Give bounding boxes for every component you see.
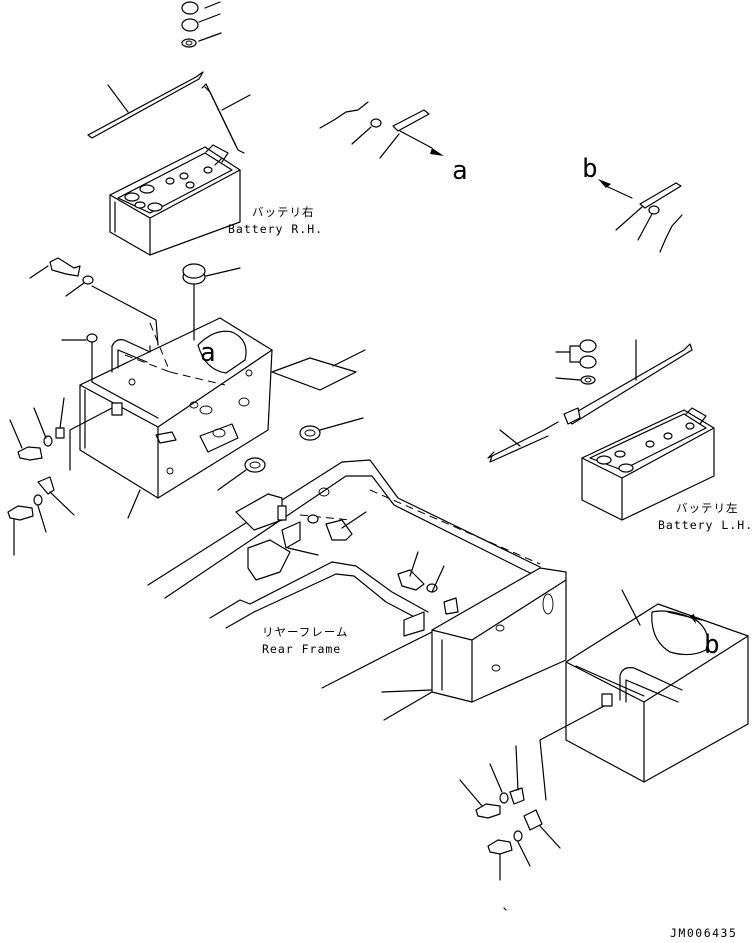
- bolt-washer-left-lower: [7, 407, 113, 556]
- battery-rh: [109, 144, 241, 256]
- ref-a-label-top: a: [452, 156, 468, 186]
- grommet-lower: [217, 457, 266, 491]
- bolt-washer-right-lower: [487, 809, 561, 911]
- grommet-upper: [299, 417, 364, 441]
- bolt-washer-left-upper: [9, 397, 65, 461]
- top-nut-stack: [181, 1, 222, 48]
- ref-b-label-box: b: [704, 630, 720, 660]
- battery-hold-rod-rh: [87, 71, 204, 139]
- hook-bolt-rh: [201, 83, 251, 154]
- drawing-code: JM006435: [670, 926, 738, 940]
- ref-a-bracket-parts: [319, 101, 444, 159]
- nut-stack-lh: [555, 339, 597, 385]
- battery-rh-label-en: Battery R.H.: [228, 222, 324, 236]
- rear-frame: [147, 459, 567, 721]
- bolt-washer-top-left: [29, 257, 159, 346]
- ref-b-bracket-parts: [598, 179, 683, 253]
- battery-lh-label-jp: バッテリ左: [676, 501, 739, 515]
- ref-a-label-box: a: [200, 338, 216, 368]
- battery-lh-label-en: Battery L.H.: [658, 518, 754, 532]
- insulating-pad: [271, 349, 366, 391]
- rear-frame-label-en: Rear Frame: [262, 642, 342, 656]
- battery-hold-rod-lh: [563, 339, 693, 425]
- hook-bolt-lh: [487, 421, 559, 463]
- ref-b-label-top: b: [582, 154, 598, 184]
- battery-box-rh: [79, 317, 273, 519]
- bolt-washer-right-upper: [459, 745, 525, 819]
- rear-frame-label-jp: リヤーフレーム: [262, 625, 349, 639]
- battery-box-lh: [539, 589, 749, 801]
- battery-lh: [581, 407, 715, 521]
- battery-rh-label-jp: バッテリ右: [252, 205, 315, 219]
- cap-grommet: [182, 263, 241, 341]
- screw-inside-box: [61, 333, 98, 383]
